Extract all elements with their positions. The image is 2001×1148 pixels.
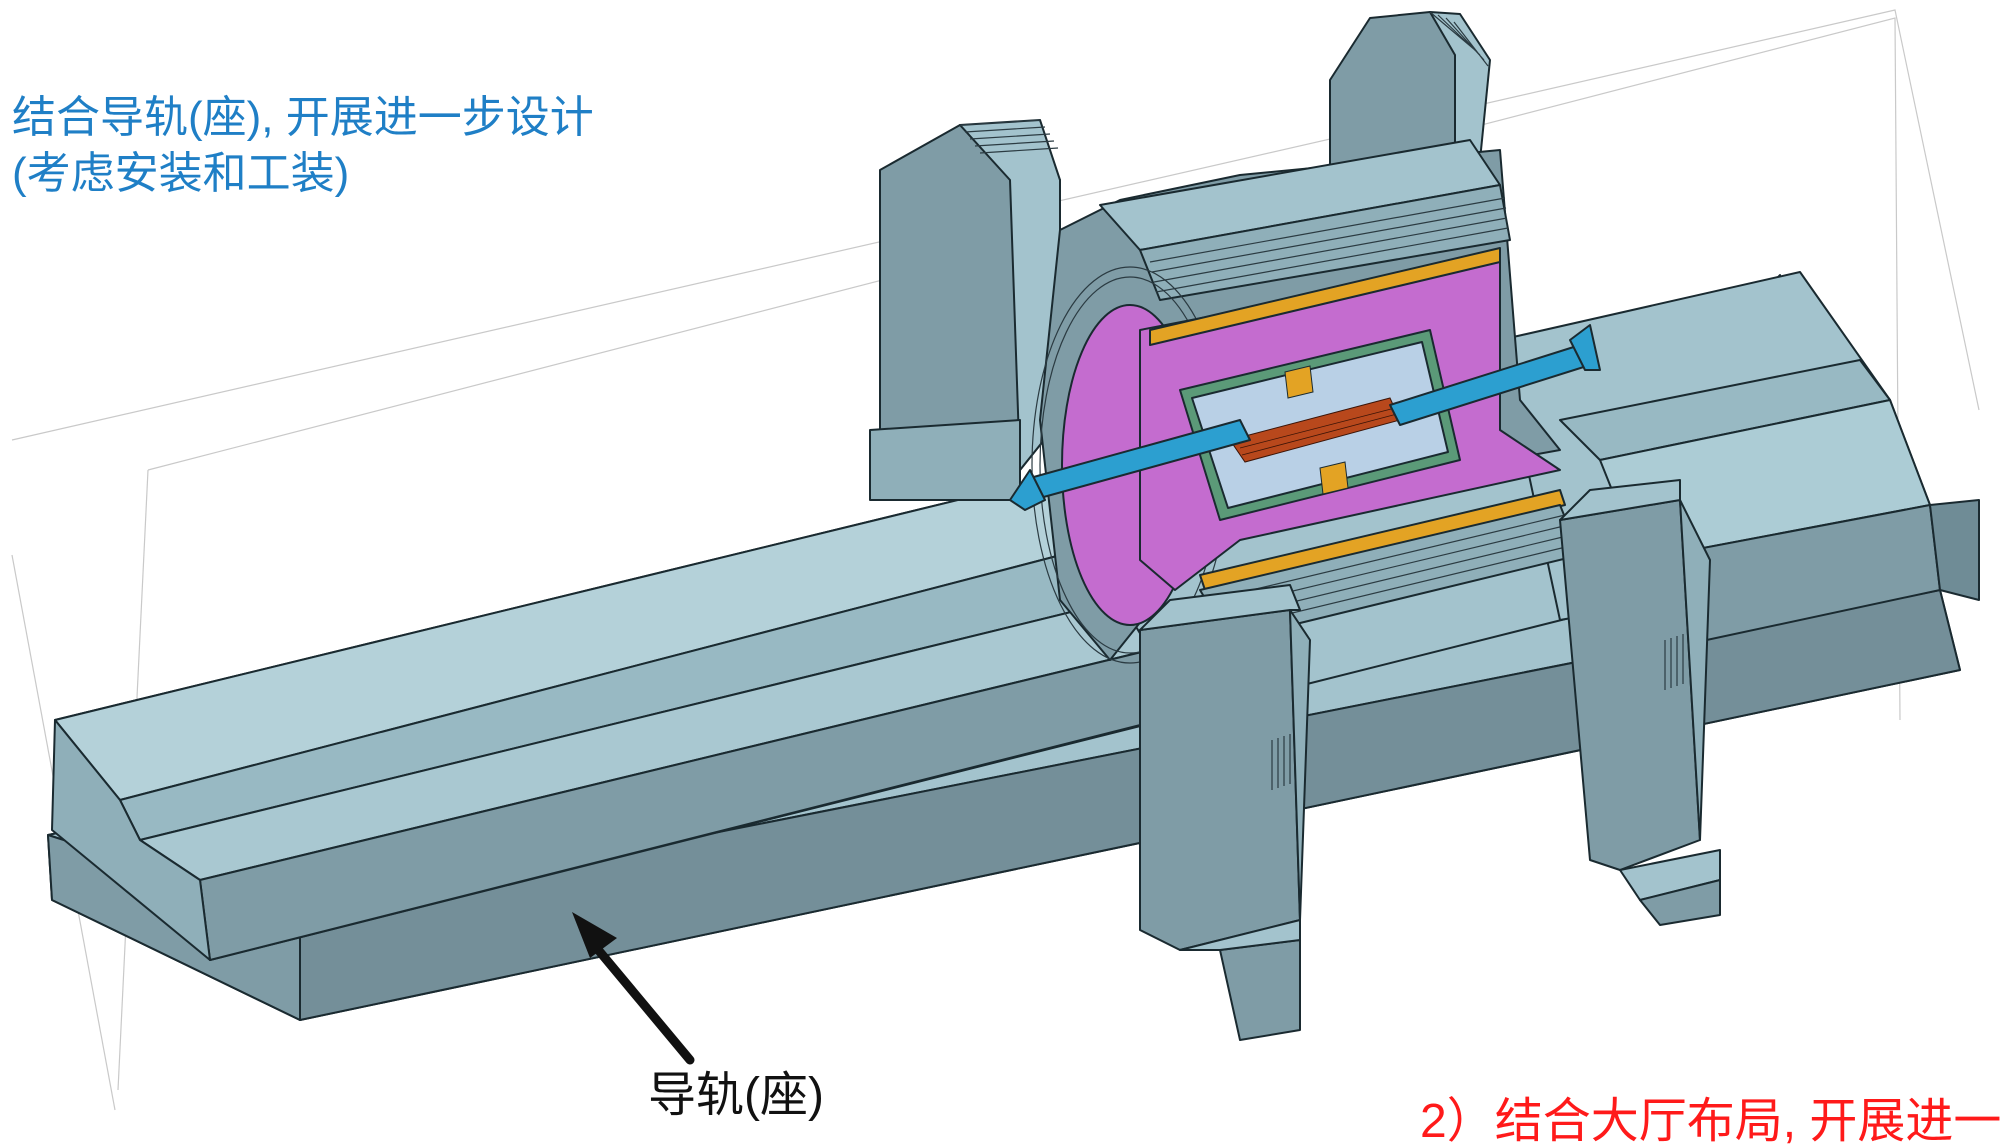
design-note-line-1: 结合导轨(座), 开展进一步设计	[12, 93, 594, 142]
rear-pillar	[1329, 11, 1491, 166]
design-note-line-2: (考虑安装和工装)	[12, 149, 350, 198]
detector-barrel	[1031, 139, 1581, 664]
front-support-right	[1559, 479, 1721, 926]
front-support-left	[1139, 584, 1311, 1041]
beam-pipe	[1009, 324, 1601, 511]
rear-yoke-support	[869, 119, 1061, 501]
layout-note: 2）结合大厅布局, 开展进一	[1420, 1095, 2001, 1148]
rail-pointer-arrow	[572, 912, 695, 1065]
rail-label: 导轨(座)	[648, 1069, 824, 1122]
detector-3d-model	[11, 9, 1980, 1111]
cad-render-stage: 结合导轨(座), 开展进一步设计 (考虑安装和工装) 导轨(座) 2）结合大厅布…	[11, 9, 2001, 1146]
rail-base	[47, 271, 1980, 1021]
